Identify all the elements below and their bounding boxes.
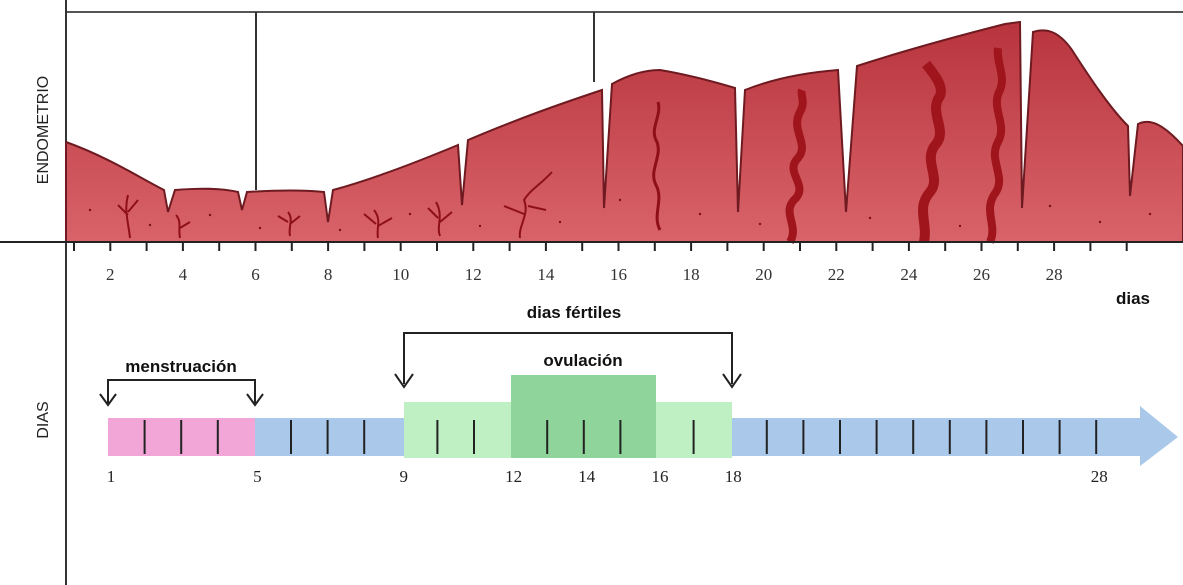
vessel-6 [503,171,553,239]
top-axis-tick-label: 16 [610,265,627,284]
vessel-9 [918,60,946,243]
fertile-days-label: dias fértiles [527,303,622,322]
bar-day-labels: 1 5 9 12 14 16 18 28 [107,467,1108,486]
endometrium-shape [65,20,1183,243]
top-axis-tick-label: 14 [537,265,555,284]
bar-day-label: 16 [652,467,669,486]
menstruation-label: menstruación [125,357,236,376]
bar-day-label: 28 [1091,467,1108,486]
bar-day-ticks [143,420,1098,454]
top-axis-tick-label: 22 [828,265,845,284]
vessel-4 [363,209,393,239]
vessel-3 [277,211,301,237]
bar-day-label: 12 [505,467,522,486]
top-axis-tick-label: 12 [465,265,482,284]
top-axis-tick-label: 28 [1046,265,1063,284]
bar-day-label: 14 [578,467,596,486]
vessel-7 [652,101,662,231]
bar-day-label: 5 [253,467,262,486]
top-axis-tick-label: 4 [179,265,188,284]
dias-axis-unit: dias [1116,289,1150,308]
top-axis-tick-label: 26 [973,265,990,284]
vessel-5 [427,201,453,237]
top-axis-tick-label: 8 [324,265,333,284]
top-axis-tick-label: 6 [251,265,260,284]
top-axis-tick-label: 20 [755,265,772,284]
top-axis-tick-label: 18 [683,265,700,284]
dias-side-label: DIAS [35,401,52,438]
fertile-days-bracket [394,332,742,389]
speckle-texture [88,198,1152,232]
bar-day-label: 9 [400,467,409,486]
bar-day-label: 18 [725,467,742,486]
pre-fertile-bar [255,418,404,456]
spiral-arteries [117,47,1006,245]
bar-day-label: 1 [107,467,116,486]
endometrio-label: ENDOMETRIO [35,76,52,184]
top-axis-tick-label: 2 [106,265,115,284]
luteal-bar-arrow [732,406,1178,466]
top-axis-ticks [73,243,1128,251]
ovulation-label: ovulación [543,351,622,370]
top-axis-tick-label: 24 [900,265,918,284]
endometrium-layer [65,20,1183,245]
vessel-2 [175,214,191,239]
vessel-10 [986,47,1006,244]
fertile-bar [404,418,511,456]
menstruation-bracket [99,379,264,407]
vessel-1 [117,194,139,239]
vessel-8 [785,88,807,245]
top-axis-tick-label: 10 [392,265,409,284]
